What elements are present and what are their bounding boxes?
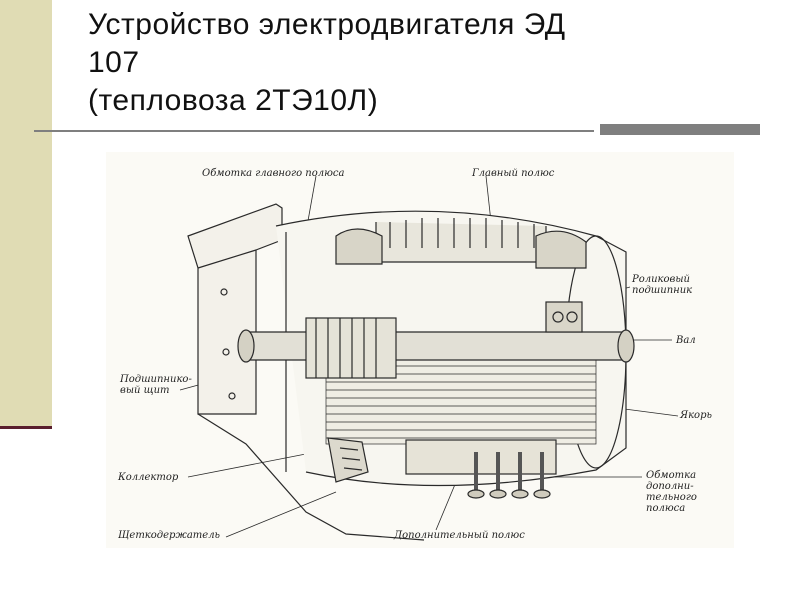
brush-holder-shape: [327, 437, 369, 483]
auxiliary-pole-shape: [405, 439, 557, 499]
title-line-1: Устройство электродвигателя ЭД: [88, 8, 566, 41]
commutator-shape: [305, 317, 397, 379]
motor-cutaway-drawing: [179, 175, 679, 541]
label-auxiliary-pole-winding: Обмотка дополни- тельного полюса: [646, 470, 697, 514]
bearing-shield-shape: [187, 203, 425, 541]
label-main-pole-winding: Обмотка главного полюса: [202, 168, 345, 179]
left-accent-underline: [0, 426, 52, 429]
title-divider-line: [34, 130, 594, 132]
label-roller-bearing: Роликовый подшипник: [632, 274, 693, 296]
label-commutator: Коллектор: [118, 472, 179, 483]
label-shaft: Вал: [676, 335, 696, 346]
label-armature: Якорь: [680, 410, 712, 421]
roller-bearing-shape: [545, 301, 583, 333]
label-bearing-shield: Подшипнико- вый щит: [120, 374, 192, 396]
title-line-2: 107: [88, 46, 140, 79]
motor-cutaway-figure: Обмотка главного полюса Главный полюс Ро…: [106, 152, 734, 548]
title-divider-bar: [600, 124, 760, 135]
left-accent-bar: [0, 0, 52, 428]
label-main-pole: Главный полюс: [472, 168, 555, 179]
shaft-shape: [237, 329, 635, 363]
label-auxiliary-pole: Дополнительный полюс: [394, 530, 525, 541]
title-line-3: (тепловоза 2ТЭ10Л): [88, 84, 379, 117]
slide-title: Устройство электродвигателя ЭД 107 (тепл…: [88, 6, 788, 120]
label-brush-holder: Щеткодержатель: [118, 530, 221, 541]
